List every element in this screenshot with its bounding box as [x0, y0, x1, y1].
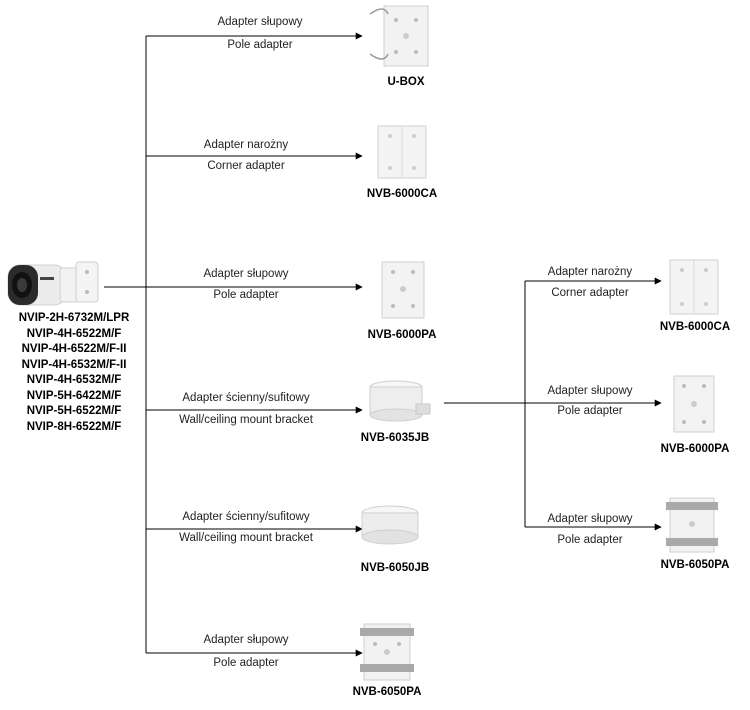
- camera-model: NVIP-4H-6522M/F-II: [21, 343, 127, 355]
- bullet-camera-icon: [7, 261, 99, 306]
- sub-branch-label-en: Pole adapter: [557, 534, 623, 546]
- sub-branch-label-pl: Adapter słupowy: [547, 385, 633, 397]
- corner-adapter-icon: [377, 125, 427, 179]
- camera-model: NVIP-4H-6522M/F: [26, 327, 122, 340]
- branch-label-pl: Adapter słupowy: [203, 634, 289, 646]
- sub-branch-label-en: Corner adapter: [551, 287, 629, 299]
- camera-model: NVIP-2H-6732M/LPR: [18, 312, 130, 324]
- product-name: NVB-6050JB: [360, 562, 430, 574]
- branch-label-en: Pole adapter: [213, 289, 279, 301]
- junction-box-icon: [369, 380, 431, 422]
- junction-box-round-icon: [361, 505, 419, 545]
- camera-model: NVIP-5H-6522M/F: [26, 405, 122, 417]
- sub-branch-label-pl: Adapter słupowy: [547, 513, 633, 525]
- pole-clamp-adapter-icon: [666, 497, 718, 553]
- branch-label-pl: Adapter narożny: [203, 139, 289, 151]
- product-name: NVB-6000PA: [660, 443, 730, 455]
- corner-adapter-icon: [669, 259, 719, 315]
- camera-model-list: NVIP-2H-6732M/LPR NVIP-4H-6522M/F NVIP-4…: [4, 311, 144, 435]
- pole-adapter-plate-icon: [673, 375, 715, 433]
- branch-label-pl: Adapter ścienny/sufitowy: [182, 511, 310, 523]
- pole-adapter-plate-icon: [369, 5, 429, 67]
- product-name: NVB-6000PA: [367, 329, 437, 341]
- branch-label-en: Wall/ceiling mount bracket: [179, 532, 313, 544]
- branch-label-en: Pole adapter: [213, 657, 279, 669]
- pole-adapter-plate-icon: [381, 261, 425, 319]
- branch-label-pl: Adapter słupowy: [203, 268, 289, 280]
- pole-clamp-adapter-icon: [360, 623, 414, 681]
- branch-label-en: Pole adapter: [227, 39, 293, 51]
- camera-model: NVIP-4H-6532M/F-II: [21, 358, 127, 371]
- product-name: NVB-6035JB: [360, 432, 430, 444]
- sub-branch-label-pl: Adapter narożny: [547, 266, 633, 278]
- camera-model: NVIP-5H-6422M/F: [26, 389, 122, 402]
- product-name: U-BOX: [387, 76, 425, 88]
- branch-label-en: Corner adapter: [207, 160, 285, 172]
- branch-label-en: Wall/ceiling mount bracket: [179, 414, 313, 426]
- product-name: NVB-6050PA: [352, 686, 422, 698]
- branch-label-pl: Adapter ścienny/sufitowy: [182, 392, 310, 404]
- sub-branch-label-en: Pole adapter: [557, 405, 623, 417]
- camera-model: NVIP-8H-6522M/F: [26, 420, 122, 433]
- branch-label-pl: Adapter słupowy: [217, 16, 303, 28]
- product-name: NVB-6050PA: [660, 559, 730, 571]
- camera-model: NVIP-4H-6532M/F: [26, 374, 122, 386]
- product-name: NVB-6000CA: [366, 188, 438, 200]
- product-name: NVB-6000CA: [659, 321, 731, 333]
